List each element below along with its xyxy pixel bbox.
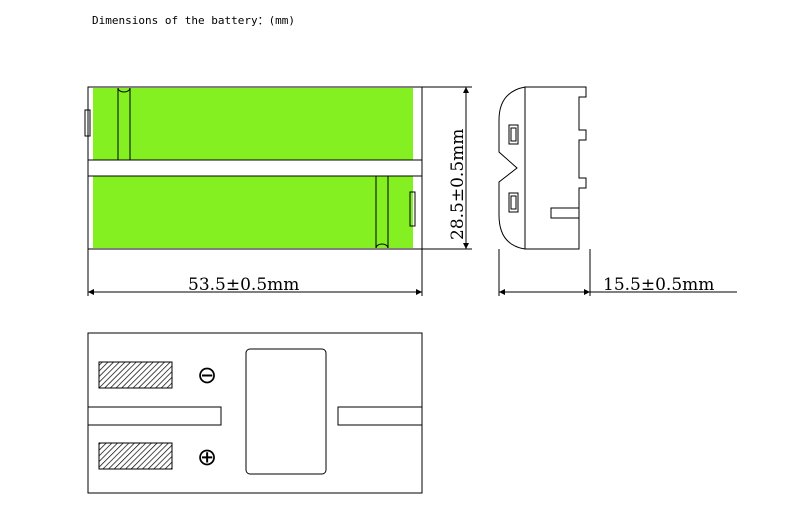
positive-terminal-icon: ⊕	[197, 443, 217, 471]
cell-top	[93, 88, 413, 160]
negative-contact-pad	[98, 361, 173, 389]
diagram-title: Dimensions of the battery：(mm)	[92, 14, 295, 27]
length-dimension-label: 53.5±0.5mm	[188, 275, 299, 295]
height-dimension-label: 28.5±0.5mm	[448, 129, 468, 240]
negative-terminal-icon: ⊖	[197, 361, 217, 389]
side-pin	[550, 207, 580, 219]
strap-slot-left	[87, 406, 222, 426]
right-contact-tab	[409, 191, 416, 227]
side-outline	[498, 86, 587, 250]
left-contact-tab	[84, 109, 91, 137]
bottom-view: ⊖ ⊕	[87, 332, 423, 494]
thickness-dimension-label: 15.5±0.5mm	[603, 275, 714, 295]
side-view: 15.5±0.5mm	[498, 86, 737, 296]
front-view: 53.5±0.5mm 28.5±0.5mm	[84, 86, 472, 296]
positive-contact-pad	[98, 442, 173, 470]
strap-slot-right	[337, 406, 423, 426]
strap-band	[87, 159, 423, 177]
label-window	[245, 348, 327, 475]
cell-bottom	[93, 176, 413, 248]
